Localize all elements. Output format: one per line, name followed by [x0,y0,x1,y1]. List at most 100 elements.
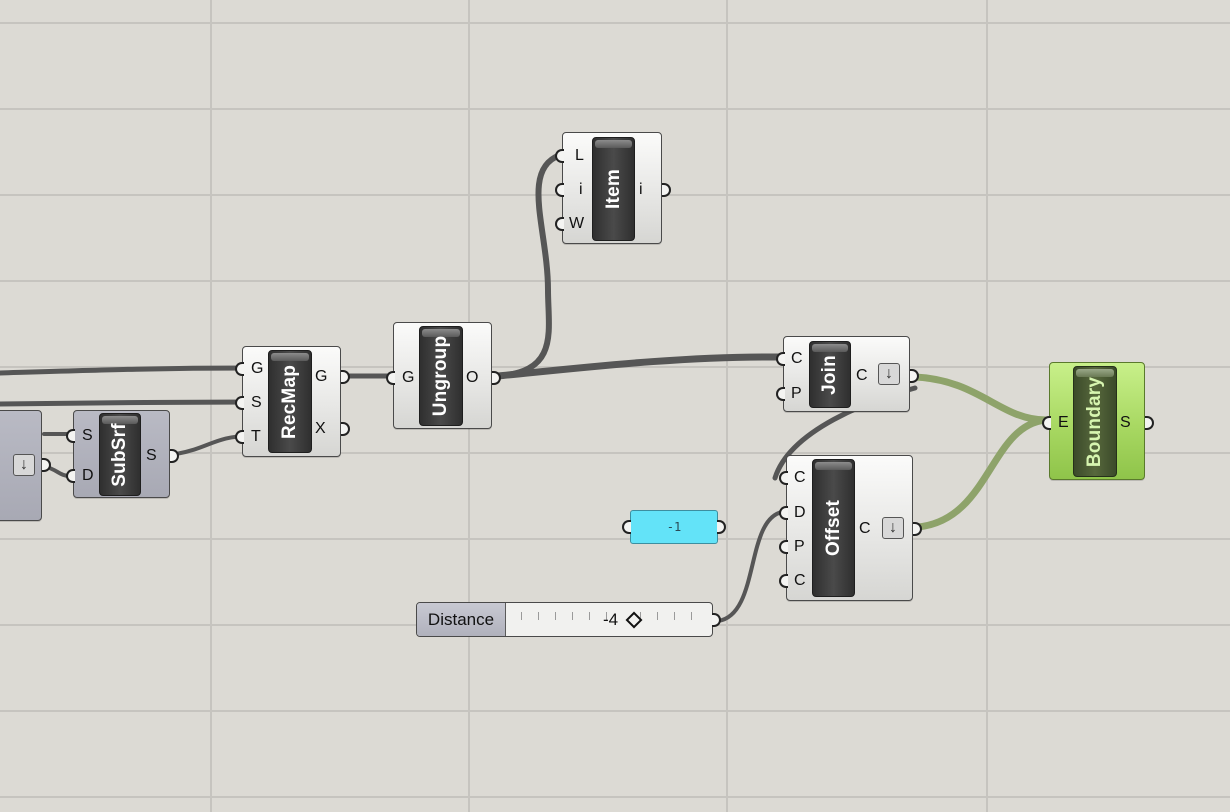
component-name: RecMap [279,364,300,439]
boundary-component[interactable]: E Boundary S [1042,362,1154,480]
input-grip[interactable] [1042,416,1051,430]
component-name: Boundary [1084,376,1105,467]
offset-component[interactable]: C D P C Offset C ↓ [779,455,922,601]
output-label: i [639,181,643,198]
grid-line [0,108,1230,110]
output-grip[interactable] [662,183,671,197]
input-grip[interactable] [66,469,75,483]
slider-tick [555,612,556,620]
arrow-down-icon[interactable]: ↓ [13,454,35,476]
output-grip[interactable] [913,522,922,536]
input-grip[interactable] [235,430,244,444]
wire-green [911,373,1050,424]
input-grip[interactable] [779,540,788,554]
input-grip[interactable] [779,471,788,485]
component-nickname-plate[interactable]: SubSrf [99,413,141,496]
component-name: Join [819,354,840,395]
component-name: Item [602,169,624,209]
input-label: S [82,427,93,444]
wire [716,510,784,623]
panel[interactable]: -1 [630,510,718,544]
component-name: Ungroup [430,335,451,417]
wire [495,152,563,379]
slider-tick [691,612,692,620]
component-name: SubSrf [109,422,130,487]
output-grip[interactable] [492,371,501,385]
output-label: X [315,420,326,437]
input-grip[interactable] [622,520,631,534]
output-label: O [466,369,479,386]
component-nickname-plate[interactable]: RecMap [268,350,312,453]
wire [0,399,253,407]
component-nickname-plate[interactable]: Boundary [1073,366,1117,477]
input-grip[interactable] [235,396,244,410]
output-label: G [315,368,328,385]
input-label: C [791,350,803,367]
input-label: G [402,369,415,386]
grid-line [986,0,988,812]
output-label: S [1120,414,1131,431]
grid-line [0,796,1230,798]
grid-line [0,22,1230,24]
input-grip[interactable] [555,149,564,163]
grid-line [0,452,1230,454]
input-label: P [794,538,805,555]
input-label: C [794,469,806,486]
input-label: P [791,385,802,402]
join-component[interactable]: C P Join C ↓ [776,336,919,412]
output-label: S [146,447,157,464]
slider-value: -4 [603,610,619,629]
slider-tick [674,612,675,620]
input-label: T [251,428,261,445]
slider-tick [521,612,522,620]
component-nickname-plate[interactable]: Ungroup [419,326,463,426]
output-label: C [859,520,871,537]
input-grip[interactable] [66,429,75,443]
output-grip[interactable] [1145,416,1154,430]
output-grip[interactable] [341,422,350,436]
panel-value: -1 [666,520,682,534]
item-component[interactable]: L i W Item i [555,132,671,244]
input-label: L [575,147,584,164]
output-grip[interactable] [717,520,726,534]
input-grip[interactable] [235,362,244,376]
grid-line [0,280,1230,282]
output-grip[interactable] [712,613,721,627]
input-grip[interactable] [555,217,564,231]
ungroup-component[interactable]: G Ungroup O [386,322,501,429]
grid-line [0,710,1230,712]
output-grip[interactable] [910,369,919,383]
slider-tick [589,612,590,620]
recmap-component[interactable]: G S T RecMap G X [235,346,350,457]
input-grip[interactable] [555,183,564,197]
slider-label: Distance [417,603,506,636]
input-label: D [794,504,806,521]
output-grip[interactable] [42,458,51,472]
arrow-down-icon[interactable]: ↓ [878,363,900,385]
output-label: C [856,367,868,384]
output-grip[interactable] [341,370,350,384]
slider-track[interactable] [521,612,694,620]
input-label: C [794,572,806,589]
grid-line [0,538,1230,540]
partial-component[interactable]: ↓ [0,410,51,521]
component-name: Offset [822,499,844,557]
number-slider[interactable]: Distance -4 [416,602,713,637]
input-label: i [579,181,583,198]
slider-tick [538,612,539,620]
input-grip[interactable] [779,574,788,588]
subsrf-component[interactable]: S D SubSrf S [66,410,179,498]
output-grip[interactable] [170,449,179,463]
input-grip[interactable] [776,387,785,401]
slider-tick [572,612,573,620]
input-grip[interactable] [776,352,785,366]
component-nickname-plate[interactable]: Offset [812,459,855,597]
grid-line [210,0,212,812]
input-grip[interactable] [386,371,395,385]
component-nickname-plate[interactable]: Item [592,137,635,241]
arrow-down-icon[interactable]: ↓ [882,517,904,539]
component-nickname-plate[interactable]: Join [809,341,851,408]
input-grip[interactable] [779,506,788,520]
